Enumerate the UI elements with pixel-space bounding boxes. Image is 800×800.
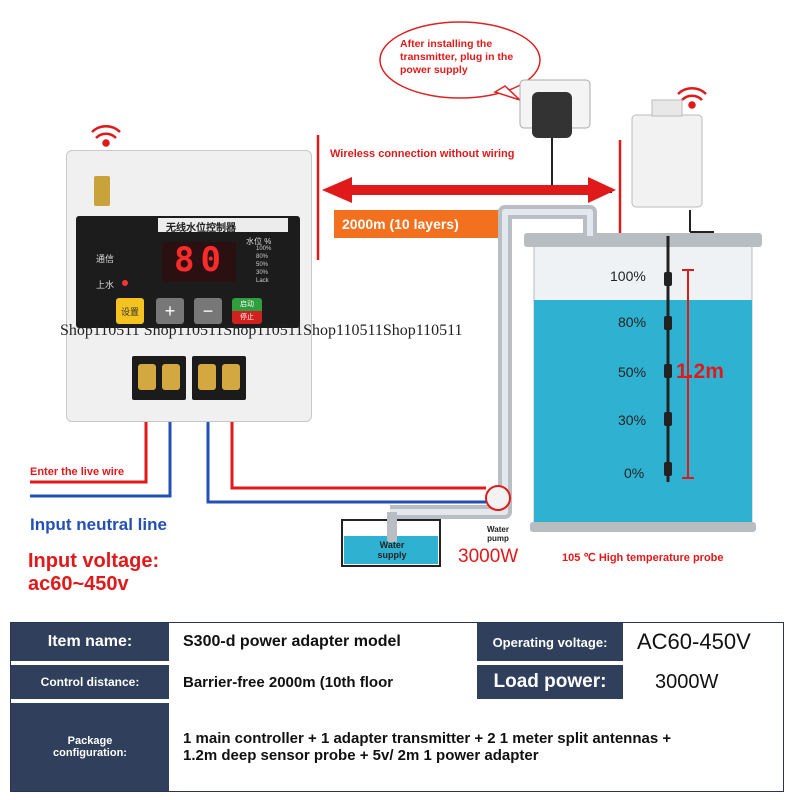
adapter-cable <box>551 138 612 193</box>
tank-level-label: 30% <box>618 412 647 428</box>
load-power-value: 3000W <box>655 670 719 693</box>
start-label: 启动 <box>232 298 262 311</box>
water-label: 上水 <box>96 280 115 290</box>
load-power-label: Load power: <box>477 665 623 699</box>
start-stop-button[interactable]: 启动 停止 <box>232 298 262 324</box>
pump-power: 3000W <box>458 546 519 567</box>
operating-voltage-value: AC60-450V <box>637 629 751 654</box>
callout-bubble <box>379 21 541 99</box>
antenna-connector <box>94 176 110 206</box>
level-indicator: 100% <box>256 246 272 252</box>
tank-water <box>534 300 752 526</box>
transmitter-box <box>631 114 703 208</box>
distance-box <box>334 210 500 238</box>
tank-bottom <box>530 522 756 532</box>
spec-table: Item name: S300-d power adapter model Op… <box>10 622 784 792</box>
wireless-label: Wireless connection without wiring <box>330 148 515 160</box>
package-label: Package configuration: <box>11 703 169 791</box>
neutral-line-label: Input neutral line <box>30 515 167 534</box>
live-wire <box>30 400 148 484</box>
watermark-text: Shop110511 Shop110511Shop110511Shop11051… <box>60 322 463 339</box>
callout-text: After installing the transmitter, plug i… <box>400 38 514 76</box>
diagram-graphics <box>30 21 762 567</box>
stop-label: 停止 <box>232 311 262 324</box>
tank-level-label: 80% <box>618 314 647 330</box>
voltage-label: Input voltage: <box>28 550 160 572</box>
operating-voltage-label: Operating voltage: <box>477 623 623 661</box>
minus-button-label: − <box>202 300 214 321</box>
control-distance-value: Barrier-free 2000m (10th floor <box>183 673 394 691</box>
level-display: 80 <box>174 240 227 280</box>
height-label: 1.2m <box>676 360 724 383</box>
set-button[interactable]: 设置 <box>116 298 144 324</box>
power-adapter <box>532 92 572 138</box>
pump-label: Water pump <box>487 525 509 543</box>
callout-tail <box>493 85 521 101</box>
level-indicator: Lack <box>256 278 269 284</box>
water-pump <box>485 485 511 511</box>
plus-button-label: + <box>164 300 176 321</box>
main-controller: 无线水位控制器 通信 上水 80 水位 % 100% 80% 50% 30% L… <box>66 150 312 422</box>
level-indicator: 30% <box>256 270 269 276</box>
set-button-label: 设置 <box>120 306 139 317</box>
tank-lid <box>524 233 762 247</box>
item-name-value: S300-d power adapter model <box>183 633 401 650</box>
live-wire-label: Enter the live wire <box>30 466 125 478</box>
pump-neutral-wire <box>206 400 486 504</box>
package-value: 1 main controller + 1 adapter transmitte… <box>183 730 672 764</box>
tank-level-label: 50% <box>618 364 647 380</box>
water-indicator-led <box>122 280 128 286</box>
voltage-value: ac60~450v <box>28 573 129 595</box>
signal-label: 通信 <box>96 254 115 264</box>
item-name-label: Item name: <box>11 623 169 661</box>
distance-arrow <box>322 177 616 203</box>
tank-level-label: 0% <box>624 465 645 481</box>
wiring-diagram: After installing the transmitter, plug i… <box>28 21 762 595</box>
wifi-icon-transmitter <box>677 87 707 109</box>
control-distance-label: Control distance: <box>11 665 169 699</box>
pump-live-wire <box>230 400 486 490</box>
neutral-wire <box>30 400 172 498</box>
level-indicator: 50% <box>256 262 269 268</box>
minus-button[interactable]: − <box>194 298 222 324</box>
level-title: 水位 % <box>246 237 272 246</box>
probe-sensors <box>664 272 672 476</box>
wifi-icon-controller <box>91 125 121 147</box>
plus-button[interactable]: + <box>156 298 184 324</box>
level-indicator: 80% <box>256 254 269 260</box>
distance-label: 2000m (10 layers) <box>342 216 459 232</box>
supply-label: Water supply <box>377 540 407 560</box>
controller-title: 无线水位控制器 <box>166 223 236 234</box>
probe-label: 105 ℃ High temperature probe <box>562 552 724 564</box>
tank-level-label: 100% <box>610 268 646 284</box>
